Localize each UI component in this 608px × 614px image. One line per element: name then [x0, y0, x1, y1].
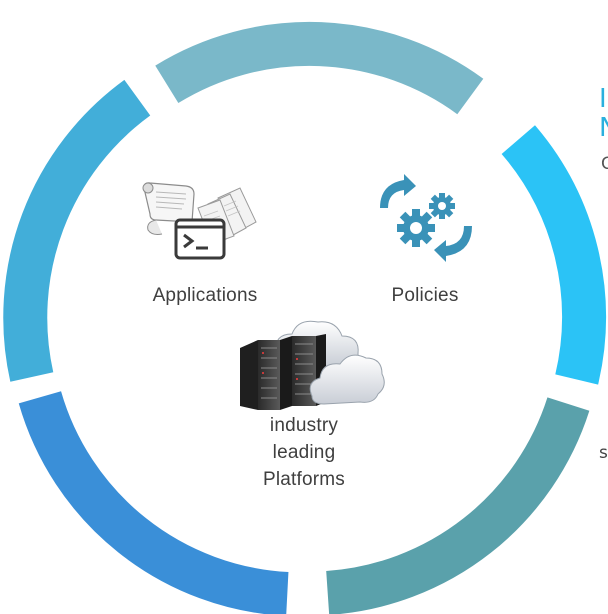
platforms-label: industry leading Platforms: [230, 412, 378, 493]
side-text-fragment: s: [599, 443, 608, 463]
heading-fragment-1: I: [599, 84, 607, 114]
server-racks-clouds-icon: [240, 320, 385, 410]
scroll-documents-terminal-icon: [142, 182, 257, 260]
ring-segment-top: [155, 21, 484, 115]
platforms-label-line-2: leading: [272, 442, 336, 463]
ring-segment-left: [3, 79, 151, 382]
ring-segment-right: [501, 125, 606, 385]
policies-label: Policies: [391, 285, 459, 306]
gears-cycle-icon: [380, 174, 472, 262]
ring-segment-bottom-left: [18, 391, 289, 614]
ring-segment-bottom-right: [325, 397, 590, 614]
applications-label: Applications: [152, 285, 258, 306]
platforms-label-line-3: Platforms: [262, 469, 346, 490]
heading-fragment-2: N: [599, 113, 608, 143]
subtext-fragment: C: [601, 154, 608, 174]
platforms-label-line-1: industry: [269, 415, 339, 436]
